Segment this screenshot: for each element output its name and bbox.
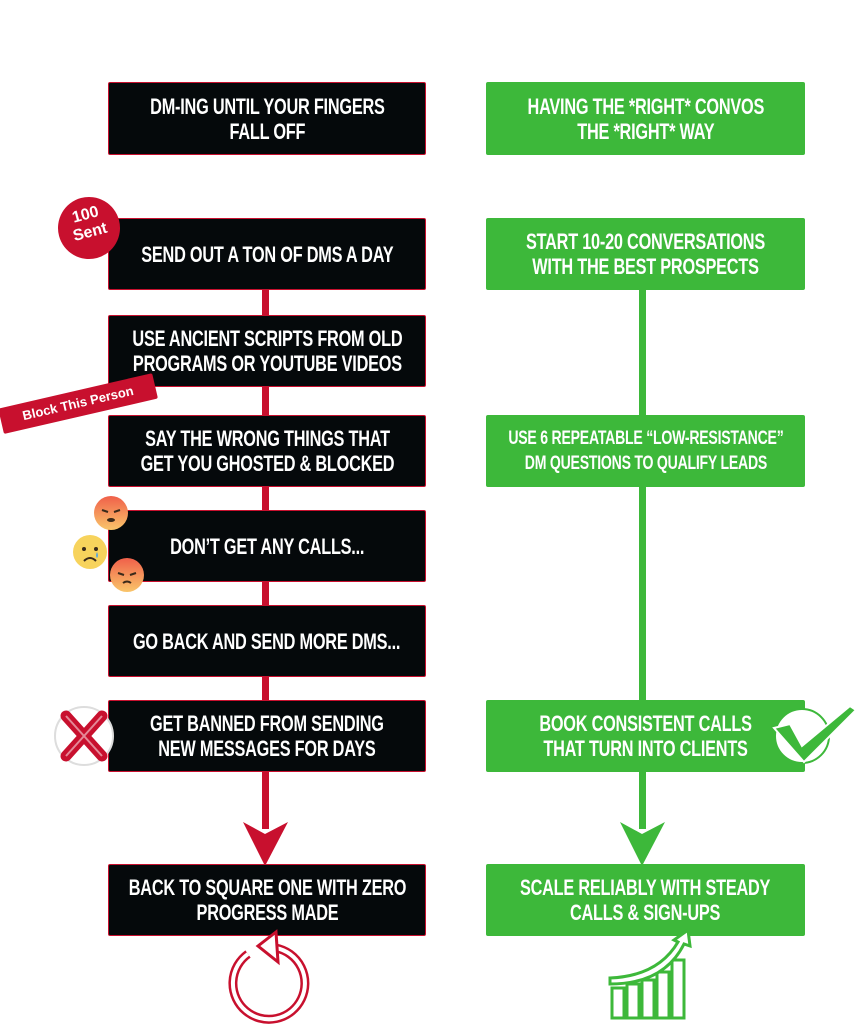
text-line: THAT TURN INTO CLIENTS [543,736,748,761]
text-line: USE ANCIENT SCRIPTS FROM OLD [132,326,402,351]
text-line: SEND OUT A TON OF DMS A DAY [140,241,394,267]
text-line: DON’T GET ANY CALLS... [169,533,365,559]
checkmark-icon [772,704,857,764]
text-line: GET BANNED FROM SENDING [150,711,384,736]
text-line: SAY THE WRONG THINGS THAT [144,426,390,451]
text-line: PROGRAMS OR YOUTUBE VIDEOS [132,351,402,376]
left-step-5: GO BACK AND SEND MORE DMS... [108,605,426,677]
text-line: START 10-20 CONVERSATIONS [526,229,765,254]
text-line: SCALE RELIABLY WITH STEADY [520,875,771,900]
right-step-2: USE 6 REPEATABLE “LOW-RESISTANCE” DM QUES… [486,415,805,487]
right-connector-line [639,289,646,829]
text-line: NEW MESSAGES FOR DAYS [158,736,376,761]
left-step-1: SEND OUT A TON OF DMS A DAY [108,218,426,290]
text-line: PROGRESS MADE [196,900,338,925]
text-line: CALLS & SIGN-UPS [570,900,721,925]
refresh-loop-icon [228,929,310,1024]
text-line: DM QUESTIONS TO QUALIFY LEADS [524,453,767,474]
angry-emoji-icon [110,558,144,592]
text-line: THE *RIGHT* WAY [576,118,715,144]
text-line: DM-ING UNTIL YOUR FINGERS [149,93,385,119]
sad-emoji-icon [73,535,107,569]
text-line: GO BACK AND SEND MORE DMS... [133,628,401,654]
text-line: GET YOU GHOSTED & BLOCKED [140,451,394,476]
left-arrow-head-icon [243,822,288,866]
text-line: FALL OFF [229,118,305,144]
text-line: BACK TO SQUARE ONE WITH ZERO [128,875,406,900]
angry-emoji-icon [94,496,128,530]
x-mark-icon [54,706,114,766]
left-step-4: DON’T GET ANY CALLS... [108,510,426,582]
growth-chart-icon [608,928,692,1020]
right-arrow-head-icon [620,822,665,866]
text-line: HAVING THE *RIGHT* CONVOS [527,93,764,119]
text-line: WITH THE BEST PROSPECTS [532,254,759,279]
text-line: USE 6 REPEATABLE “LOW-RESISTANCE” [507,428,784,449]
text-line: BOOK CONSISTENT CALLS [539,711,752,736]
